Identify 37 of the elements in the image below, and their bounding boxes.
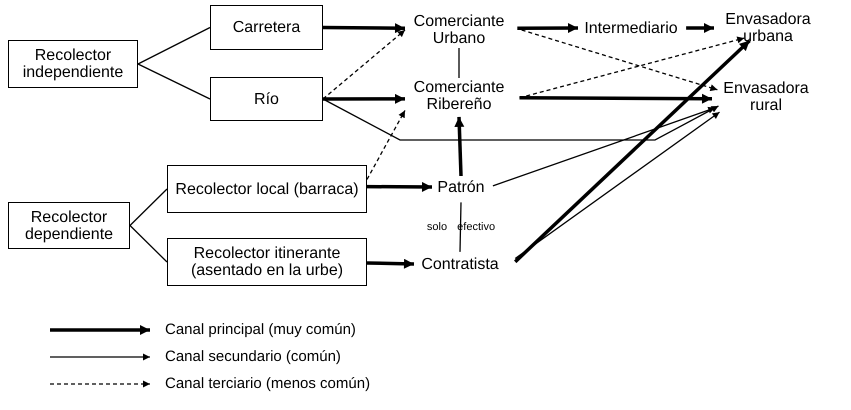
arrow xyxy=(322,30,406,100)
process-box: Recolector independiente xyxy=(8,40,138,88)
connector-line xyxy=(130,188,168,226)
arrow xyxy=(517,23,578,34)
connector-line xyxy=(458,48,460,78)
arrow xyxy=(366,182,432,192)
process-box: Recolector dependiente xyxy=(8,202,130,249)
arrow xyxy=(519,94,712,104)
process-box: Recolector itinerante (asentado en la urbe) xyxy=(167,238,367,286)
arrow xyxy=(366,110,406,180)
connector-line xyxy=(459,202,462,252)
node-label: Comerciante Ribereño xyxy=(405,78,513,114)
arrow xyxy=(323,94,405,104)
node-label: Intermediario xyxy=(578,17,684,39)
node-label: Envasadora rural xyxy=(712,79,820,115)
arrow xyxy=(454,116,464,176)
node-label: Comerciante Urbano xyxy=(405,12,513,48)
legend-label: Canal secundario (común) xyxy=(165,348,341,366)
arrow xyxy=(322,98,719,141)
node-label: Contratista xyxy=(414,253,506,275)
process-box: Recolector local (barraca) xyxy=(167,165,367,213)
connector-line xyxy=(138,26,210,65)
legend-label: Canal principal (muy común) xyxy=(165,321,356,339)
legend-label: Canal terciario (menos común) xyxy=(165,375,370,393)
arrow xyxy=(322,23,406,34)
connector-line xyxy=(130,225,168,262)
arrow xyxy=(366,258,414,269)
process-box: Carretera xyxy=(210,5,323,50)
arrow xyxy=(521,29,718,92)
process-box: Río xyxy=(210,77,323,121)
connector-line xyxy=(138,63,210,100)
node-label: Patrón xyxy=(432,176,490,198)
node-label: Envasadora urbana xyxy=(714,10,822,46)
arrow xyxy=(514,39,751,264)
arrow xyxy=(686,23,714,33)
arrow xyxy=(514,112,720,260)
arrow xyxy=(492,106,716,187)
